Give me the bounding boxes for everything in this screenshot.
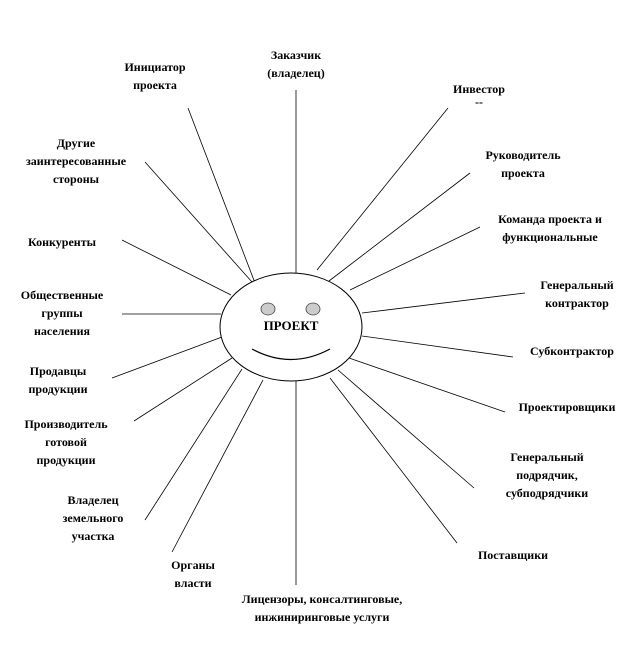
connector-subcontractors bbox=[337, 369, 475, 489]
stakeholder-landowner: Владелец земельного участка bbox=[63, 491, 124, 545]
connector-landowner bbox=[144, 368, 243, 521]
stakeholder-label-line: инжиниринговые услуги bbox=[254, 610, 390, 624]
stakeholder-label-line: стороны bbox=[52, 172, 100, 186]
stakeholder-label-line: продукции bbox=[28, 382, 88, 396]
project-label: ПРОЕКТ bbox=[263, 318, 319, 333]
stakeholder-label-line: Заказчик bbox=[270, 48, 322, 62]
stakeholder-label-line: Другие bbox=[56, 136, 96, 150]
stakeholder-label-line: Органы bbox=[171, 558, 215, 572]
stakeholder-label-line: Руководитель bbox=[485, 148, 561, 162]
project-circle bbox=[219, 272, 363, 382]
stakeholder-competitors: Конкуренты bbox=[28, 233, 96, 251]
stakeholder-investor: Инвестор-- bbox=[453, 80, 505, 109]
connector-producer bbox=[133, 357, 233, 422]
stakeholder-label-line: проекта bbox=[133, 78, 177, 92]
stakeholder-label-line: участка bbox=[71, 529, 115, 543]
connector-other bbox=[144, 161, 253, 283]
stakeholder-label-line: Генеральный bbox=[540, 278, 614, 292]
connector-initiator bbox=[187, 107, 256, 284]
stakeholder-label-line: населения bbox=[33, 324, 91, 338]
stakeholder-label-line: Инвестор bbox=[453, 82, 505, 96]
stakeholder-label-line: Команда проекта и bbox=[498, 212, 602, 226]
stakeholder-suppliers: Поставщики bbox=[478, 546, 548, 564]
stakeholder-subcontractors: Генеральный подрядчик, субподрядчики bbox=[506, 448, 588, 502]
connector-competitors bbox=[121, 239, 232, 296]
stakeholder-manager: Руководитель проекта bbox=[485, 146, 560, 182]
stakeholder-label-line: контрактор bbox=[545, 296, 609, 310]
stakeholder-label-line: Конкуренты bbox=[28, 235, 96, 249]
connector-manager bbox=[328, 172, 471, 282]
stakeholder-licensors: Лицензоры, консалтинговые, инжиниринговые… bbox=[242, 590, 403, 626]
stakeholder-label-line: подрядчик, bbox=[516, 468, 578, 482]
stakeholder-label-line: Субконтрактор bbox=[530, 344, 614, 358]
stakeholder-label-line: субподрядчики bbox=[505, 486, 589, 500]
stakeholder-label-line: Лицензоры, консалтинговые, bbox=[241, 592, 403, 606]
stakeholder-label-line: Общественные bbox=[20, 288, 104, 302]
connector-team bbox=[349, 226, 481, 291]
stakeholder-label-line: готовой bbox=[45, 435, 87, 449]
connector-suppliers bbox=[329, 377, 458, 544]
stakeholder-label-line: Поставщики bbox=[477, 548, 549, 562]
stakeholder-initiator: Инициатор проекта bbox=[124, 58, 185, 94]
stakeholder-label-line: Проектировщики bbox=[518, 400, 616, 414]
stakeholder-producer: Производитель готовой продукции bbox=[24, 415, 107, 469]
connector-investor bbox=[316, 107, 449, 271]
stakeholder-authorities: Органы власти bbox=[171, 556, 215, 592]
stakeholder-label-line: Генеральный bbox=[510, 450, 584, 464]
stakeholder-label-line: Владелец bbox=[67, 493, 119, 507]
connector-designers bbox=[348, 357, 506, 413]
stakeholder-label-line: Продавцы bbox=[29, 364, 87, 378]
left-eye bbox=[260, 302, 276, 316]
stakeholder-label-line: проекта bbox=[501, 166, 545, 180]
stakeholder-label-line: группы bbox=[41, 306, 83, 320]
stakeholder-customer: Заказчик (владелец) bbox=[267, 46, 324, 82]
stakeholder-label-line: земельного bbox=[62, 511, 124, 525]
connector-authorities bbox=[171, 379, 264, 553]
smile bbox=[251, 348, 331, 361]
stakeholder-label-line: продукции bbox=[36, 453, 96, 467]
stakeholder-label-line: Инициатор bbox=[124, 60, 186, 74]
stakeholder-label-line: -- bbox=[475, 95, 483, 109]
stakeholder-label-line: функциональные bbox=[502, 230, 598, 244]
connector-gencontractor bbox=[361, 292, 526, 314]
stakeholder-label-line: Производитель bbox=[24, 417, 108, 431]
stakeholder-public: Общественные группы населения bbox=[21, 286, 104, 340]
stakeholder-designers: Проектировщики bbox=[519, 398, 616, 416]
connector-subcontractor bbox=[361, 335, 514, 358]
stakeholder-label-line: власти bbox=[174, 576, 212, 590]
stakeholder-sellers: Продавцы продукции bbox=[29, 362, 88, 398]
connector-sellers bbox=[111, 336, 223, 379]
stakeholder-team: Команда проекта и функциональные bbox=[498, 210, 602, 246]
stakeholder-other: Другие заинтересованные стороны bbox=[26, 134, 126, 188]
right-eye bbox=[305, 302, 321, 316]
stakeholder-gencontractor: Генеральный контрактор bbox=[540, 276, 613, 312]
stakeholder-label-line: заинтересованные bbox=[25, 154, 127, 168]
stakeholder-label-line: (владелец) bbox=[267, 66, 325, 80]
stakeholder-subcontractor: Субконтрактор bbox=[530, 342, 614, 360]
